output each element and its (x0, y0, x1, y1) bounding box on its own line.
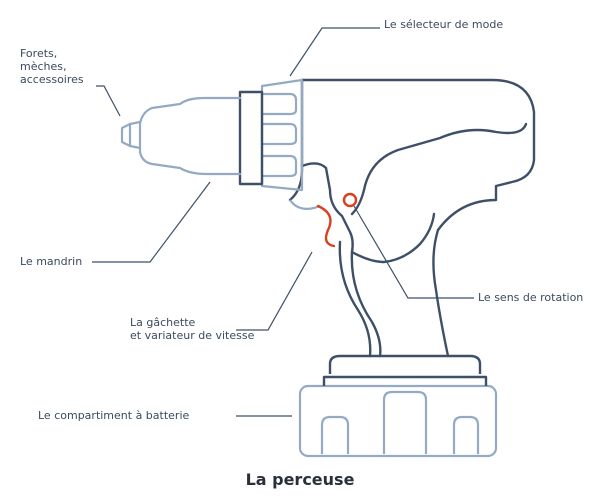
label-gachette-line2: et variateur de vitesse (130, 329, 255, 342)
label-gachette-line1: La gâchette (130, 316, 196, 329)
label-gachette: La gâchette et variateur de vitesse (130, 316, 254, 342)
diagram-title: La perceuse (245, 470, 355, 489)
main-body (288, 78, 536, 254)
trigger (316, 204, 336, 248)
battery-base (322, 354, 488, 386)
mode-selector (260, 78, 321, 211)
battery-compartment (298, 384, 498, 458)
chuck (120, 96, 242, 176)
label-forets-line3: accessoires (20, 73, 84, 86)
handle (338, 212, 450, 358)
label-selecteur: Le sélecteur de mode (384, 18, 504, 31)
label-rotation: Le sens de rotation (478, 291, 584, 304)
label-batterie: Le compartiment à batterie (38, 409, 190, 422)
label-forets-line2: mèches, (20, 60, 67, 73)
collar (238, 90, 264, 186)
label-mandrin: Le mandrin (20, 255, 83, 268)
label-forets: Forets, mèches, accessoires (20, 47, 84, 86)
rotation-selector-button (342, 192, 358, 208)
label-forets-line1: Forets, (20, 47, 58, 60)
leader-lines (92, 27, 474, 417)
